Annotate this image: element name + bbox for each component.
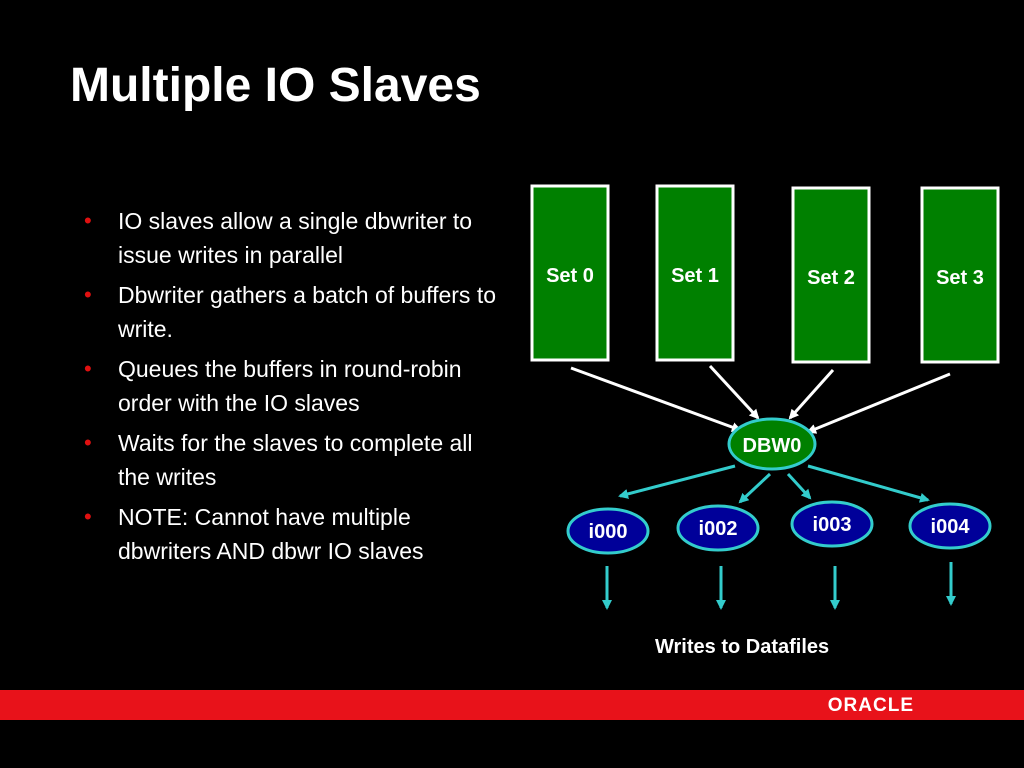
- arrow-set0-to-dbw0: [570, 366, 742, 432]
- bullet-text: Queues the buffers in round-robin order …: [118, 356, 462, 416]
- bullet-item: • Waits for the slaves to complete all th…: [80, 426, 500, 494]
- arrow-set2-to-dbw0: [788, 368, 835, 420]
- set-label: Set 1: [671, 265, 719, 287]
- bullet-text: Dbwriter gathers a batch of buffers to w…: [118, 282, 496, 342]
- arrow-dbw0-to-i000: [618, 464, 736, 499]
- slave-node-i002: i002: [676, 504, 760, 552]
- dbw0-label: DBW0: [743, 435, 802, 457]
- set-box-3: Set 3: [920, 186, 1000, 364]
- bullet-item: • IO slaves allow a single dbwriter to is…: [80, 204, 500, 272]
- bullet-icon: •: [84, 208, 92, 233]
- footer-bar: [0, 690, 1024, 720]
- diagram-caption: Writes to Datafiles: [655, 636, 830, 658]
- arrow-dbw0-to-i003: [786, 472, 812, 500]
- set-box-2: Set 2: [791, 186, 871, 364]
- slave-node-i003: i003: [790, 500, 874, 548]
- bullet-item: • NOTE: Cannot have multiple dbwriters AN…: [80, 500, 500, 568]
- set-label: Set 0: [546, 265, 594, 287]
- arrow-dbw0-to-i002: [738, 472, 772, 504]
- slave-label: i004: [931, 516, 971, 538]
- slave-label: i000: [589, 521, 628, 543]
- set-box-0: Set 0: [530, 184, 610, 362]
- set-box-1: Set 1: [655, 184, 735, 362]
- slide-title: Multiple IO Slaves: [70, 59, 481, 112]
- slave-label: i002: [699, 518, 738, 540]
- set-label: Set 3: [936, 267, 984, 289]
- bullet-list: • IO slaves allow a single dbwriter to is…: [80, 204, 500, 574]
- bullet-icon: •: [84, 282, 92, 307]
- slave-node-i000: i000: [566, 507, 650, 555]
- dbw0-node: DBW0: [727, 417, 817, 471]
- bullet-text: NOTE: Cannot have multiple dbwriters AND…: [118, 504, 424, 564]
- bullet-icon: •: [84, 504, 92, 529]
- oracle-logo: ORACLE: [827, 695, 914, 716]
- bullet-item: • Dbwriter gathers a batch of buffers to …: [80, 278, 500, 346]
- io-slaves-diagram: Set 0 Set 1 Set 2 Set 3 DBW0 i000 i002 i…: [530, 184, 1000, 610]
- bullet-icon: •: [84, 430, 92, 455]
- set-label: Set 2: [807, 267, 855, 289]
- bullet-item: • Queues the buffers in round-robin order…: [80, 352, 500, 420]
- slave-label: i003: [813, 514, 852, 536]
- bullet-text: Waits for the slaves to complete all the…: [118, 430, 473, 490]
- arrow-set3-to-dbw0: [806, 372, 951, 434]
- arrow-dbw0-to-i004: [807, 464, 930, 503]
- bullet-icon: •: [84, 356, 92, 381]
- bullet-text: IO slaves allow a single dbwriter to iss…: [118, 208, 473, 268]
- slave-node-i004: i004: [908, 502, 992, 550]
- arrow-set1-to-dbw0: [708, 364, 760, 420]
